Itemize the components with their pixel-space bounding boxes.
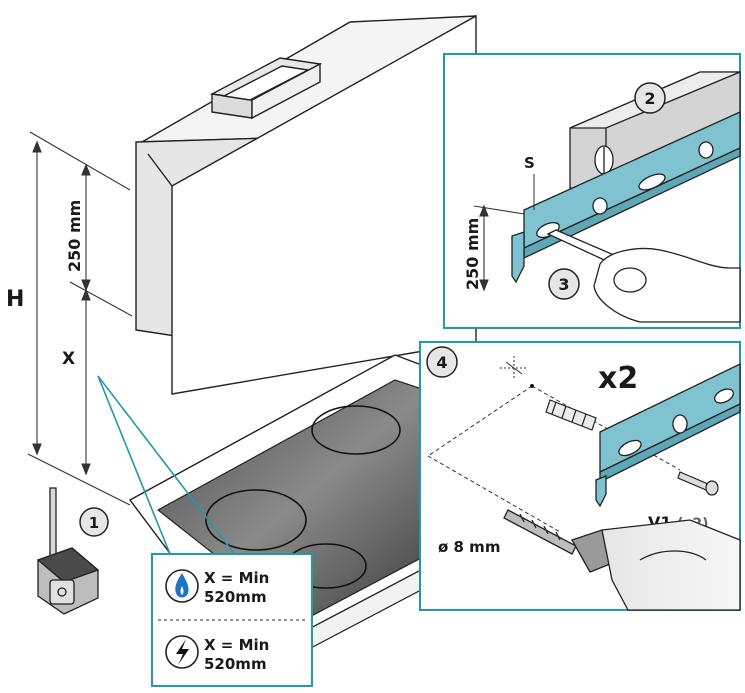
lightning-icon xyxy=(165,635,199,669)
dimension-lines xyxy=(27,131,133,506)
svg-text:3: 3 xyxy=(558,275,569,294)
svg-text:1: 1 xyxy=(89,514,99,532)
wall-bracket xyxy=(511,110,741,284)
callout-pointer xyxy=(97,375,237,557)
gas-clearance-line2: 520mm xyxy=(204,588,267,606)
step-4-badge: 4 xyxy=(426,346,458,378)
tape-measure-icon xyxy=(36,487,100,615)
duct-outlet xyxy=(209,57,323,120)
detail-dimension-line xyxy=(473,204,525,292)
s-label: S xyxy=(524,154,535,172)
wall-bracket-pair xyxy=(595,362,741,508)
pencil-icon xyxy=(546,229,741,323)
electric-clearance-line1: X = Min xyxy=(204,636,269,654)
drill-icon xyxy=(503,509,741,611)
drill-point xyxy=(530,384,534,388)
wall-plug-icon xyxy=(545,399,597,431)
gas-flame-icon xyxy=(165,569,199,603)
gas-clearance-line1: X = Min xyxy=(204,569,269,587)
electric-clearance-line2: 520mm xyxy=(204,655,267,673)
hood-gap-label: 250 mm xyxy=(65,200,84,272)
drill-guides xyxy=(427,356,681,533)
hob-zone xyxy=(205,489,307,551)
step-2-badge: 2 xyxy=(634,82,666,114)
detail-panel-drilling: 4 x2 V1 xyxy=(419,341,741,611)
multiplier-label: x2 xyxy=(598,361,638,396)
svg-text:4: 4 xyxy=(436,353,447,372)
svg-text:2: 2 xyxy=(644,89,655,108)
x-label: X xyxy=(62,349,75,369)
height-label: H xyxy=(6,287,24,312)
detail-panel-level-mark: 250 mm S 2 3 xyxy=(443,53,741,329)
step-1-badge: 1 xyxy=(79,507,109,537)
drill-diameter-label: ø 8 mm xyxy=(438,538,500,556)
detail-gap-label: 250 mm xyxy=(463,218,482,290)
screw-icon xyxy=(677,471,719,496)
step-3-badge: 3 xyxy=(548,268,580,300)
cooker-hood xyxy=(135,14,477,395)
hob-zone xyxy=(311,405,401,455)
clearance-callout: X = Min 520mm X = Min 520mm xyxy=(151,553,313,687)
